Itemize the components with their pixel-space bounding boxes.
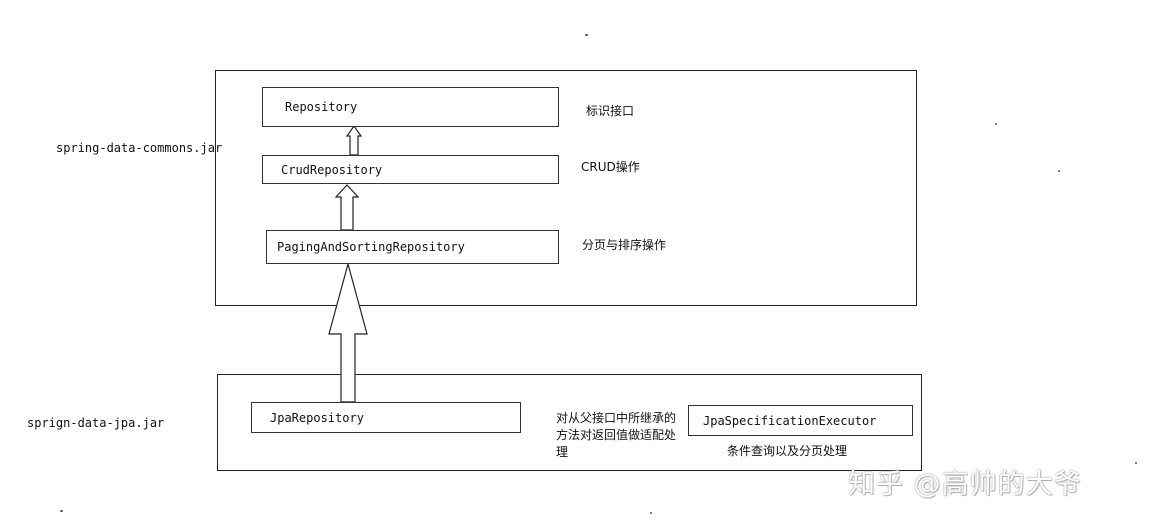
scan-speck xyxy=(1135,462,1137,464)
crud-repository-note: CRUD操作 xyxy=(581,160,640,174)
paging-and-sorting-repository-node: PagingAndSortingRepository xyxy=(266,230,559,264)
jpa-repository-note: 对从父接口中所继承的方法对返回值做适配处理 xyxy=(556,411,677,459)
scan-speck xyxy=(60,510,63,512)
jpa-jar-group xyxy=(217,374,922,471)
zhihu-watermark: 知乎 @高帅的大爷 xyxy=(848,469,1082,500)
scan-speck xyxy=(1058,170,1060,172)
arrow-paging-to-crud xyxy=(334,184,360,231)
arrow-crud-to-repository xyxy=(345,124,363,156)
commons-jar-group xyxy=(215,70,917,306)
crud-repository-node: CrudRepository xyxy=(262,155,559,184)
jpa-repository-node: JpaRepository xyxy=(251,402,521,433)
jpa-specification-executor-node: JpaSpecificationExecutor xyxy=(688,405,913,436)
scan-speck xyxy=(995,123,997,125)
arrow-jpa-to-paging xyxy=(328,261,368,403)
paging-repository-note: 分页与排序操作 xyxy=(582,238,667,252)
repository-node: Repository xyxy=(262,87,559,127)
jpa-spec-executor-note: 条件查询以及分页处理 xyxy=(727,444,848,458)
commons-jar-label: spring-data-commons.jar xyxy=(56,141,223,155)
scan-speck xyxy=(650,512,652,514)
jpa-jar-label: sprign-data-jpa.jar xyxy=(27,416,165,430)
scan-speck xyxy=(585,34,588,36)
repository-note: 标识接口 xyxy=(586,104,635,118)
